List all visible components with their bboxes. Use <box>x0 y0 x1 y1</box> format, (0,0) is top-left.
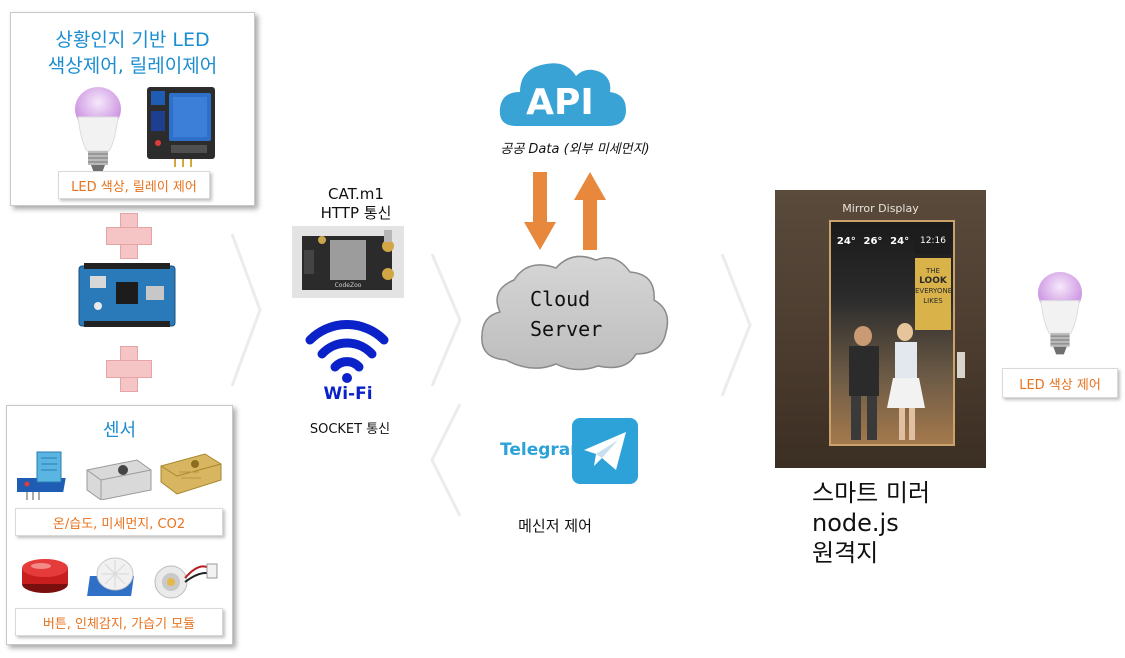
led-bulb-icon <box>75 87 121 173</box>
relay-module-icon <box>147 87 215 167</box>
led-relay-title: 상황인지 기반 LED 색상제어, 릴레이제어 <box>11 27 254 79</box>
mirror-caption-line3: 원격지 <box>812 539 879 567</box>
sensor-title: 센서 <box>102 420 137 441</box>
sensor-tag-button: 버튼, 인체감지, 가습기 모듈 <box>15 608 223 636</box>
catm1-caption: CAT.m1 HTTP 통신 <box>296 185 416 223</box>
cloud-server-line1: Cloud <box>530 287 591 311</box>
people-reflection-image <box>849 323 925 440</box>
arrow-up-icon <box>574 172 606 250</box>
ad-line: THE <box>926 267 940 275</box>
weather-row: 24° 26° 24° <box>833 236 913 247</box>
mcu-board-icon <box>78 263 176 327</box>
led-relay-panel: 상황인지 기반 LED 색상제어, 릴레이제어 LED 색상, 릴레이 제어 <box>10 12 255 206</box>
mirror-screen: 24° 26° 24° 12:16 THE LOOK EVERYONE LIKE… <box>829 220 955 446</box>
wifi-icon <box>305 320 389 383</box>
clock-widget: 12:16 <box>915 228 951 254</box>
catm1-line2: HTTP 통신 <box>320 204 392 222</box>
led-bulb-icon <box>1037 271 1083 355</box>
humidifier-module-icon <box>154 563 218 599</box>
cloud-server-icon <box>481 255 669 371</box>
flow-chevron <box>230 233 262 387</box>
mirror-caption-line1: 스마트 미러 <box>812 479 931 507</box>
button-module-icon <box>22 559 68 593</box>
flow-chevron <box>430 403 462 517</box>
led-relay-tag: LED 색상, 릴레이 제어 <box>58 171 210 199</box>
messenger-caption: 메신저 제어 <box>518 517 592 535</box>
catm1-line1: CAT.m1 <box>328 185 384 203</box>
ad-line: LOOK <box>919 276 947 286</box>
sensor-tag-env: 온/습도, 미세먼지, CO2 <box>15 508 223 536</box>
led-relay-title-line2: 색상제어, 릴레이제어 <box>47 55 218 77</box>
co2-sensor-icon <box>160 453 222 495</box>
mirror-caption-line2: node.js <box>812 509 899 537</box>
sensor-panel: 센서 온/습도, 미세먼지, CO2 버튼, 인 <box>6 405 233 645</box>
wifi-label: Wi-Fi <box>323 384 373 404</box>
cloud-server-line2: Server <box>530 317 603 341</box>
api-cloud-icon: API <box>499 63 626 126</box>
ad-line: EVERYONE <box>915 287 953 295</box>
pir-sensor-icon <box>87 557 134 596</box>
mirror-caption: 스마트 미러 node.js 원격지 <box>812 478 930 568</box>
ad-banner: THE LOOK EVERYONE LIKES <box>915 258 953 330</box>
mirror-display-photo: Mirror Display 24° 26° 24° 12:16 THE LOO… <box>775 190 986 468</box>
telegram-icon <box>572 418 638 484</box>
flow-chevron <box>430 253 462 387</box>
catm1-module-icon: CodeZoo <box>292 226 404 298</box>
weather-temp: 26° <box>863 236 883 247</box>
board-label: CodeZoo <box>335 282 362 289</box>
dht-sensor-icon <box>17 451 66 500</box>
ad-line: LIKES <box>923 297 943 305</box>
flow-chevron <box>720 253 752 397</box>
led-relay-title-line1: 상황인지 기반 LED <box>55 29 210 51</box>
dust-sensor-icon <box>86 459 152 500</box>
socket-caption: SOCKET 통신 <box>309 422 391 437</box>
weather-temp: 24° <box>890 236 910 247</box>
telegram-label: Telegram <box>500 440 588 460</box>
wall-switch <box>957 352 965 378</box>
mirror-display-label: Mirror Display <box>842 202 919 215</box>
cloud-server-label: Cloud Server <box>530 284 602 344</box>
plus-icon <box>106 213 152 259</box>
api-caption: 공공 Data (외부 미세먼지) <box>500 142 650 157</box>
arrow-down-icon <box>524 172 556 250</box>
api-label: API <box>526 82 594 123</box>
weather-temp: 24° <box>836 236 856 247</box>
right-led-tag: LED 색상 제어 <box>1002 368 1118 398</box>
plus-icon <box>106 346 152 392</box>
